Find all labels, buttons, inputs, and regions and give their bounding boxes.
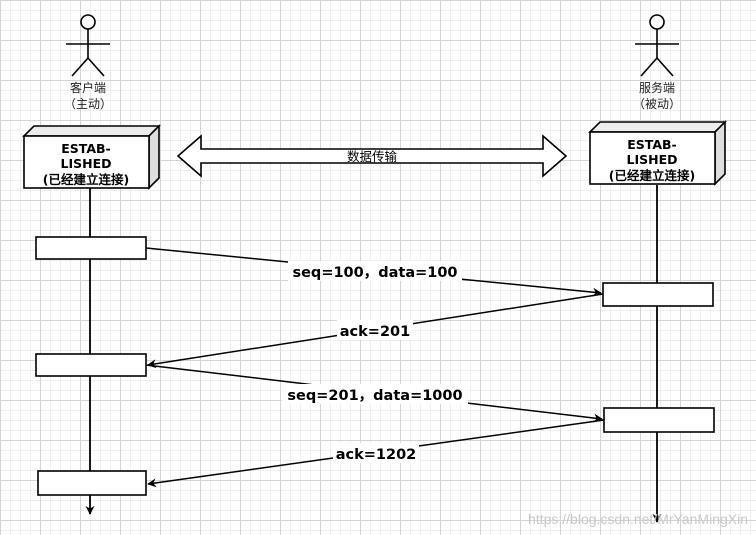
client-state-line1: ESTAB- [61,141,111,156]
server-name: 服务端 [639,80,675,95]
message-label-3: seq=201，data=1000 [287,388,462,404]
data-transfer-label: 数据传输 [347,149,398,164]
message-label-2: ack=201 [340,324,410,340]
client-activation-2 [35,353,147,377]
client-actor-icon [66,14,110,77]
server-state-box [588,120,727,186]
server-activation-1 [602,282,714,307]
message-label-bg-3 [282,384,468,404]
client-role: （主动） [64,97,112,111]
server-actor-icon [635,14,679,77]
client-name: 客户端 [70,80,106,95]
server-state-line2: LISHED [627,152,678,167]
client-state-line3: (已经建立连接) [43,172,129,187]
message-label-bg-4 [333,443,419,463]
server-activation-2 [603,407,715,433]
client-activation-3 [37,470,147,496]
watermark: https://blog.csdn.net/MrYanMingXin [528,511,748,527]
message-label-bg-1 [288,261,462,281]
message-label-4: ack=1202 [336,447,417,463]
server-state-line1: ESTAB- [627,137,677,152]
client-state-line2: LISHED [61,156,112,171]
client-state-box [22,124,161,190]
server-role: （被动） [633,97,681,111]
data-transfer-arrow [176,134,568,178]
message-label-1: seq=100，data=100 [292,265,457,281]
message-label-bg-2 [337,320,413,340]
client-activation-1 [35,236,147,260]
server-state-line3: (已经建立连接) [609,168,695,183]
